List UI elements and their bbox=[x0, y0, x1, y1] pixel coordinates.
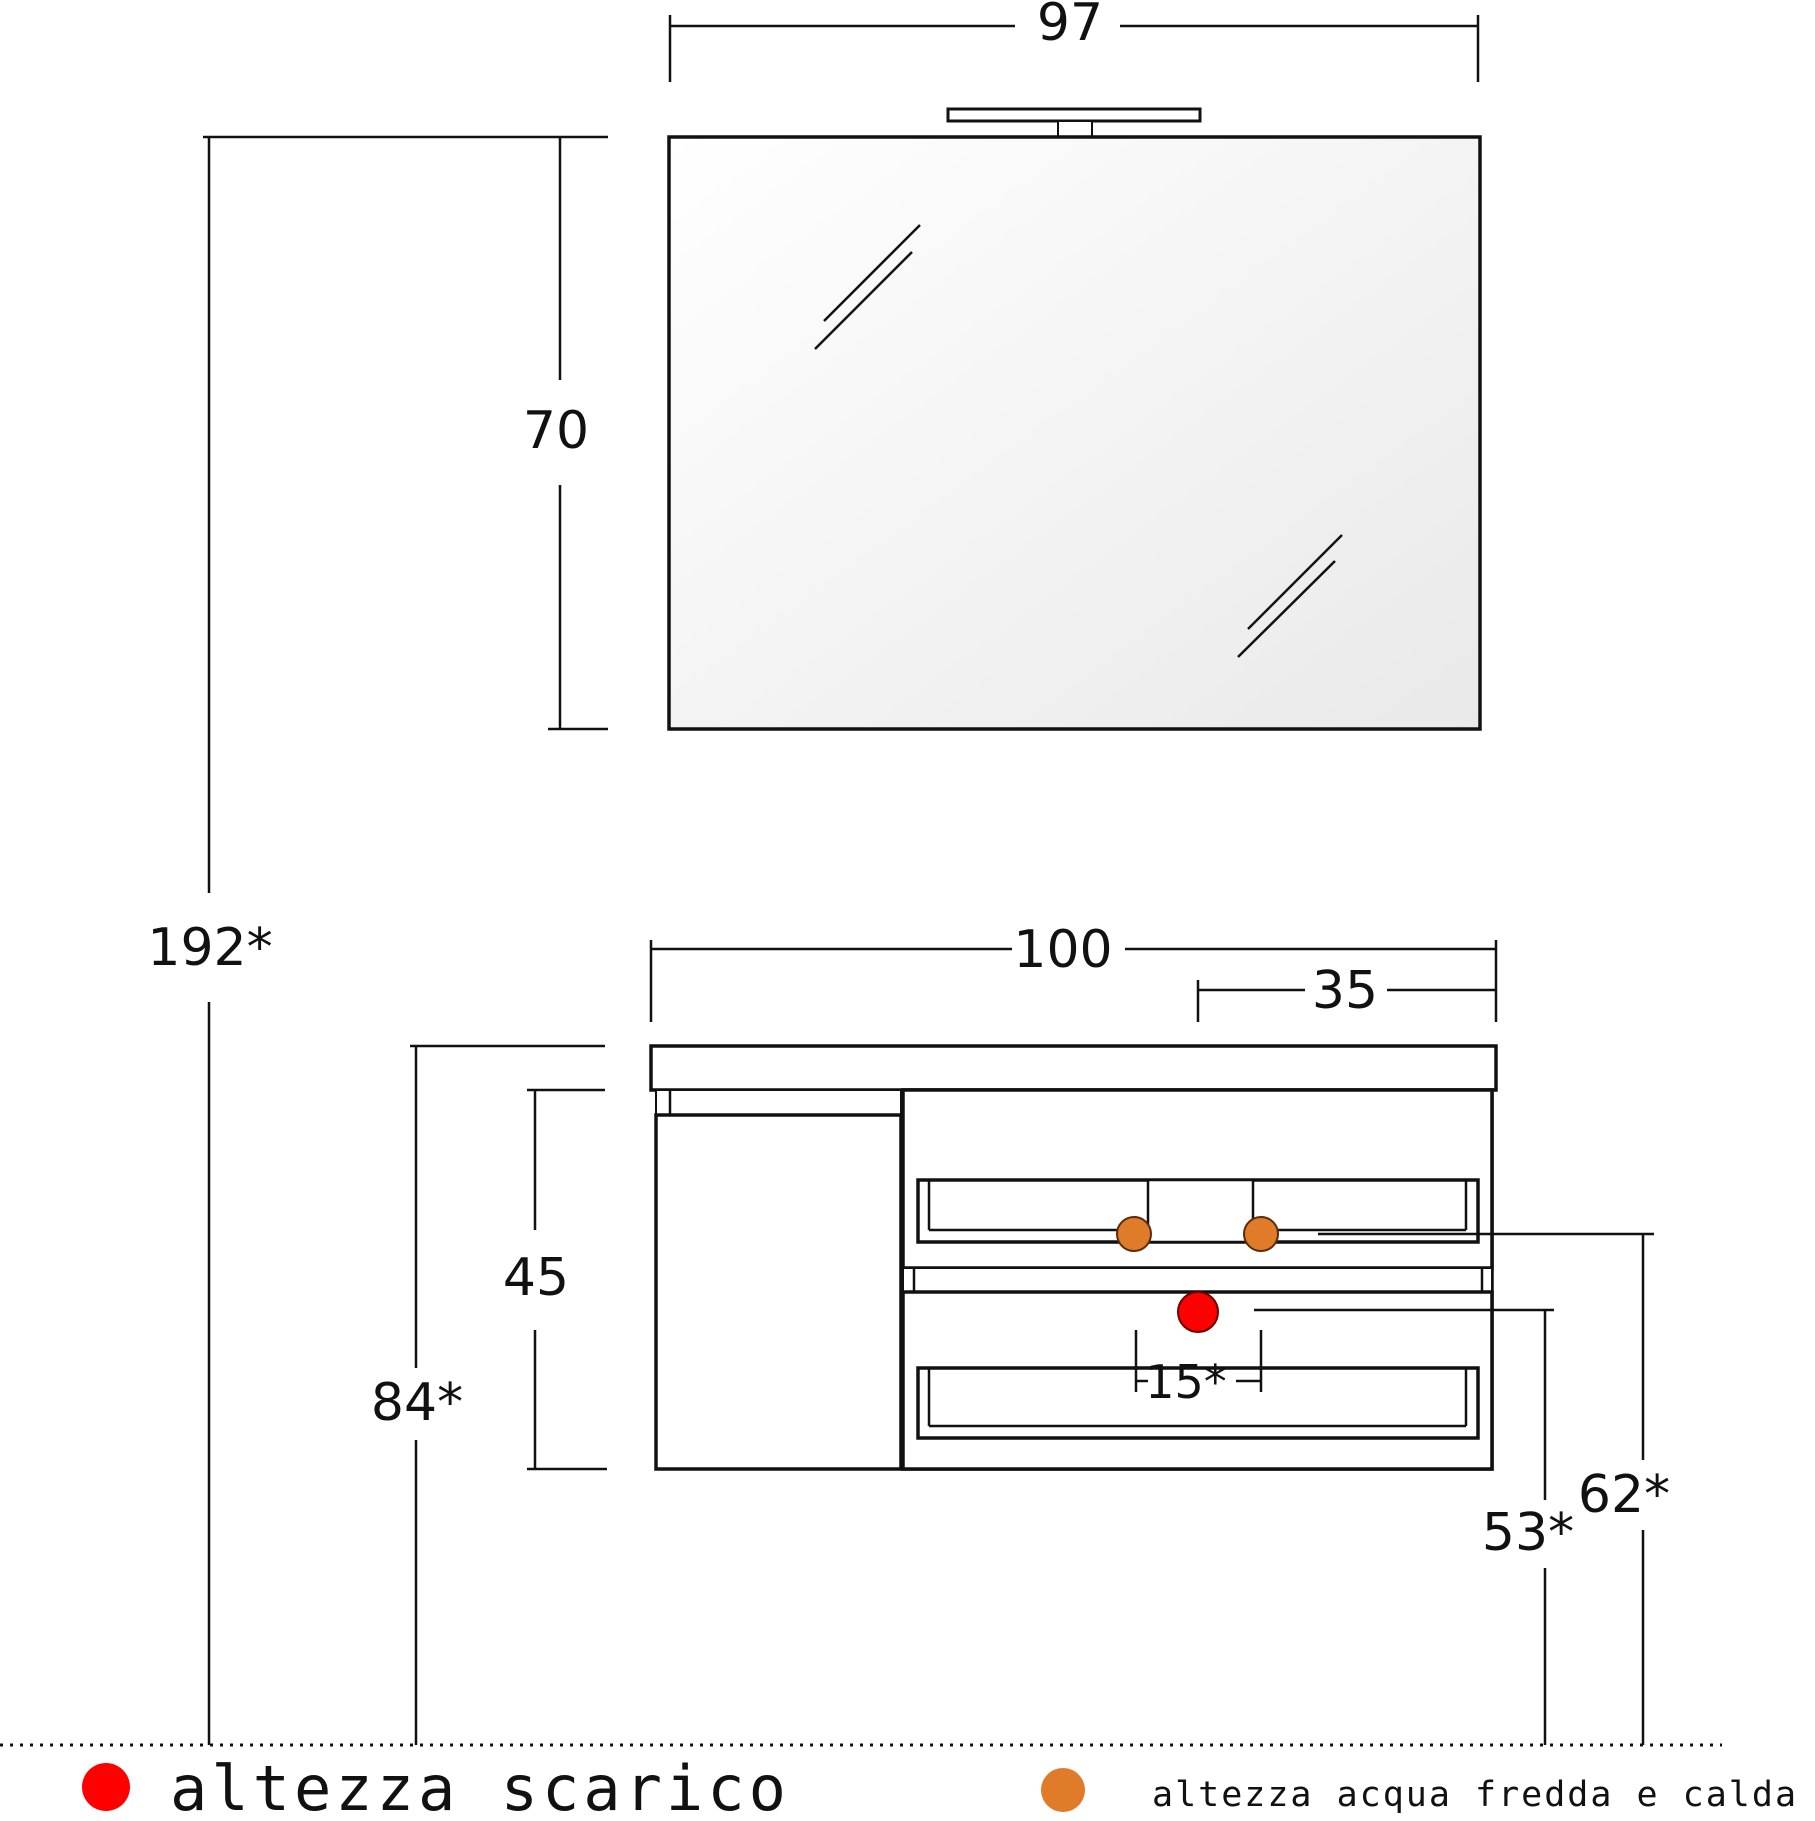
drawer-divider bbox=[902, 1267, 1493, 1293]
dimension-drain-spacing: 15* bbox=[1134, 1330, 1263, 1409]
total-height-label: 192* bbox=[147, 918, 272, 978]
lamp-icon bbox=[946, 107, 1202, 138]
dimension-cabinet-height: 45 bbox=[503, 1088, 607, 1471]
upper-drawer bbox=[901, 1088, 1494, 1270]
top-height-label: 84* bbox=[371, 1373, 463, 1433]
cabinet-group: 100 35 bbox=[371, 920, 1670, 1745]
drain-point bbox=[1177, 1291, 1219, 1333]
drain-legend-label: altezza scarico bbox=[170, 1752, 790, 1821]
mirror-reflection-icon bbox=[814, 224, 1343, 658]
cold-water-point bbox=[1116, 1216, 1152, 1252]
mirror-width-label: 97 bbox=[1037, 0, 1103, 53]
hot-water-point bbox=[1243, 1216, 1279, 1252]
water-legend-icon bbox=[1041, 1768, 1085, 1812]
dimension-cabinet-width: 100 bbox=[649, 920, 1498, 1022]
top-strip bbox=[655, 1089, 902, 1116]
drain-legend-icon bbox=[82, 1763, 130, 1811]
drain-spacing-label: 15* bbox=[1145, 1355, 1227, 1409]
water-height-label: 62* bbox=[1578, 1465, 1670, 1525]
cabinet-width-label: 100 bbox=[1013, 920, 1112, 980]
mirror-height-label: 70 bbox=[523, 401, 589, 461]
left-door bbox=[654, 1113, 903, 1471]
legend: altezza scarico altezza acqua fredda e c… bbox=[82, 1752, 1798, 1821]
mirror bbox=[667, 135, 1482, 731]
dimension-basin-offset: 35 bbox=[1196, 961, 1496, 1022]
drain-height-label: 53* bbox=[1482, 1503, 1574, 1563]
water-legend-label: altezza acqua fredda e calda bbox=[1152, 1775, 1798, 1815]
dimension-water-height: 62* bbox=[1318, 1232, 1670, 1745]
dimension-top-height: 84* bbox=[371, 1044, 605, 1745]
mirror-group: 97 70 bbox=[203, 0, 1482, 731]
cabinet-height-label: 45 bbox=[503, 1248, 569, 1308]
worktop bbox=[649, 1044, 1498, 1092]
dimension-mirror-width: 97 bbox=[668, 0, 1480, 82]
dimension-mirror-height: 70 bbox=[203, 135, 608, 731]
dimension-total-height: 192* bbox=[147, 137, 273, 1745]
dimension-drain-height: 53* bbox=[1254, 1308, 1574, 1745]
basin-offset-label: 35 bbox=[1312, 961, 1378, 1021]
